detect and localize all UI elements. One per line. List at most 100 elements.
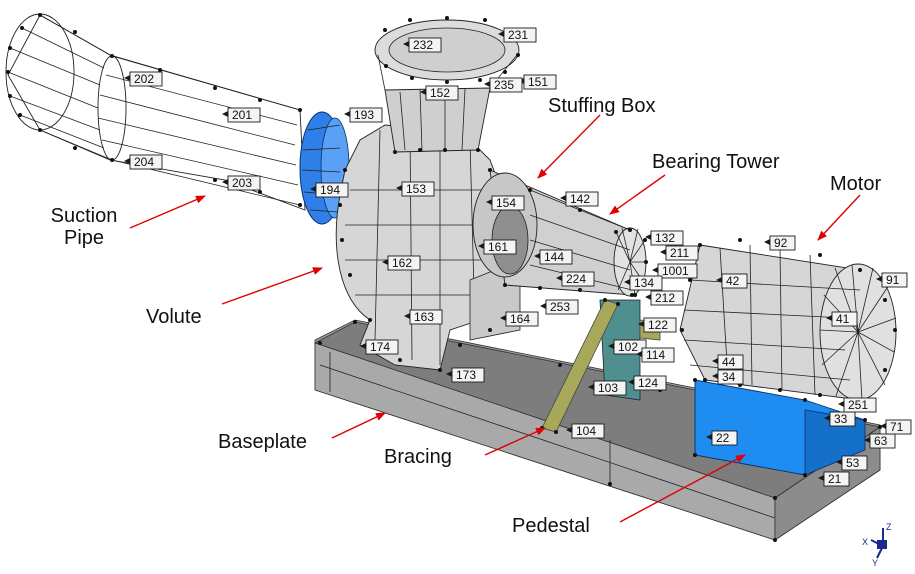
node-label-92: 92	[764, 235, 796, 251]
node-label-231: 231	[498, 27, 537, 43]
mesh-node	[803, 473, 807, 477]
node-label-173: 173	[446, 367, 485, 383]
mesh-node	[644, 260, 648, 264]
mesh-node	[73, 146, 77, 150]
arrow-bracing	[484, 427, 546, 456]
node-label-text: 102	[618, 340, 638, 354]
node-label-152: 152	[420, 85, 459, 101]
mesh-node	[778, 388, 782, 392]
node-label-122: 122	[638, 317, 677, 333]
node-label-124: 124	[628, 375, 667, 391]
node-label-235: 235	[484, 77, 523, 93]
label-volute: Volute	[146, 306, 202, 328]
node-label-41: 41	[826, 311, 858, 327]
label-stuffing-box: Stuffing Box	[548, 95, 656, 117]
mesh-node	[703, 378, 707, 382]
node-label-text: 91	[886, 273, 900, 287]
mesh-node	[516, 53, 520, 57]
arrow-motor	[817, 194, 861, 241]
node-label-text: 232	[413, 38, 433, 52]
mesh-node	[616, 302, 620, 306]
mesh-node	[368, 318, 372, 322]
mesh-node	[643, 238, 647, 242]
mesh-node	[698, 243, 702, 247]
node-label-text: 53	[846, 456, 860, 470]
node-label-44: 44	[712, 354, 744, 370]
mesh-node	[893, 328, 897, 332]
node-label-text: 22	[716, 431, 730, 445]
axis-x-label: X	[862, 537, 868, 547]
node-label-21: 21	[818, 471, 850, 487]
mesh-node	[488, 168, 492, 172]
mesh-node	[858, 268, 862, 272]
node-label-text: 134	[634, 276, 654, 290]
node-label-text: 161	[488, 240, 508, 254]
node-label-163: 163	[404, 309, 443, 325]
mesh-node	[693, 453, 697, 457]
node-label-153: 153	[396, 181, 435, 197]
node-label-text: 212	[655, 291, 675, 305]
mesh-node	[528, 188, 532, 192]
mesh-node	[110, 158, 114, 162]
node-label-text: 201	[232, 108, 252, 122]
mesh-node	[578, 288, 582, 292]
node-label-text: 142	[570, 192, 590, 206]
node-label-1001: 1001	[652, 263, 698, 279]
node-label-text: 103	[598, 381, 618, 395]
node-label-134: 134	[624, 275, 663, 291]
mesh-node	[410, 76, 414, 80]
mesh-node	[476, 148, 480, 152]
node-label-42: 42	[716, 273, 748, 289]
mesh-node	[445, 80, 449, 84]
mesh-node	[443, 148, 447, 152]
mesh-node	[158, 68, 162, 72]
mesh-node	[340, 238, 344, 242]
node-label-text: 33	[834, 412, 848, 426]
arrow-volute	[221, 267, 323, 305]
node-label-33: 33	[824, 411, 856, 427]
node-label-154: 154	[486, 195, 525, 211]
node-label-204: 204	[124, 154, 163, 170]
node-label-text: 104	[576, 424, 596, 438]
mesh-node	[353, 320, 357, 324]
mesh-node	[608, 482, 612, 486]
mesh-node	[398, 358, 402, 362]
node-label-text: 253	[550, 300, 570, 314]
node-label-193: 193	[344, 107, 383, 123]
node-label-text: 42	[726, 274, 740, 288]
mesh-node	[478, 78, 482, 82]
node-label-text: 151	[528, 75, 548, 89]
mesh-node	[554, 430, 558, 434]
node-label-232: 232	[403, 37, 442, 53]
axis-y-label: Y	[872, 558, 878, 568]
mesh-node	[445, 16, 449, 20]
mesh-node	[803, 398, 807, 402]
mesh-node	[348, 273, 352, 277]
node-label-151: 151	[518, 74, 557, 90]
mesh-node	[693, 378, 697, 382]
mesh-node	[318, 341, 322, 345]
node-label-224: 224	[556, 271, 595, 287]
mesh-node	[298, 203, 302, 207]
node-label-142: 142	[560, 191, 599, 207]
mesh-node	[688, 278, 692, 282]
mesh-node	[503, 70, 507, 74]
mesh-node	[20, 26, 24, 30]
node-label-text: 122	[648, 318, 668, 332]
mesh-node	[8, 94, 12, 98]
arrow-suction-pipe	[129, 195, 206, 229]
mesh-node	[558, 363, 562, 367]
node-label-text: 194	[320, 183, 340, 197]
mesh-node	[438, 368, 442, 372]
node-label-63: 63	[864, 433, 896, 449]
node-label-text: 114	[646, 348, 665, 362]
mesh-node	[863, 418, 867, 422]
mesh-node	[343, 168, 347, 172]
mesh-node	[258, 98, 262, 102]
node-label-104: 104	[566, 423, 605, 439]
node-label-103: 103	[588, 380, 627, 396]
node-label-text: 92	[774, 236, 788, 250]
